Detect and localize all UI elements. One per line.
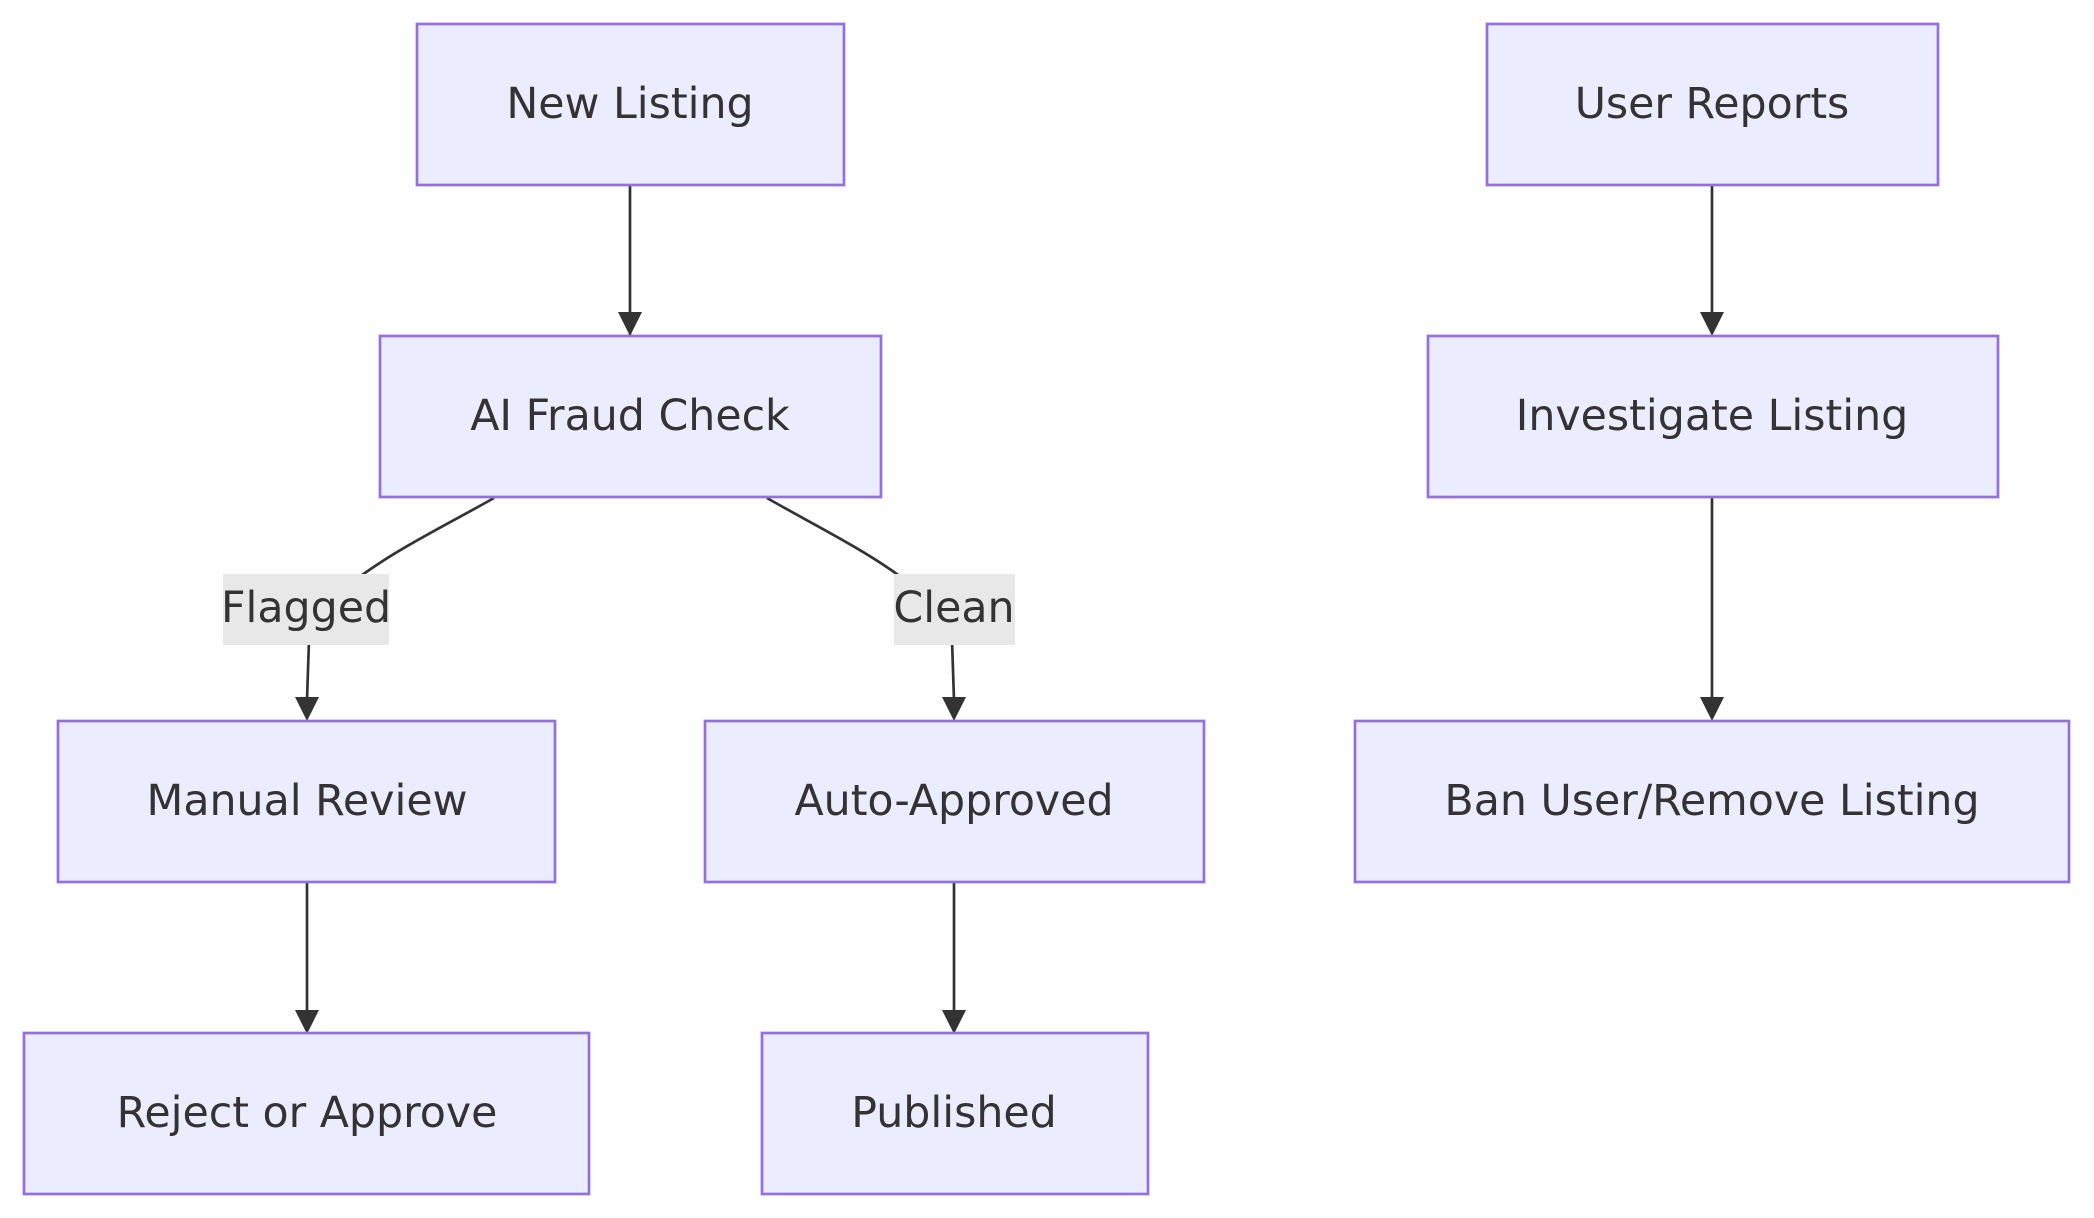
node-auto-approved[interactable]: Auto-Approved	[703, 719, 1206, 884]
node-new-listing-label: New Listing	[506, 79, 753, 129]
node-new-listing[interactable]: New Listing	[415, 22, 846, 187]
node-ban-user-remove-listing[interactable]: Ban User/Remove Listing	[1353, 719, 2071, 884]
arrowhead-icon	[942, 697, 966, 721]
node-user-reports[interactable]: User Reports	[1485, 22, 1940, 187]
arrowhead-icon	[1700, 312, 1724, 336]
node-ban-user-remove-listing-label: Ban User/Remove Listing	[1444, 776, 1979, 826]
arrowhead-icon	[1700, 697, 1724, 721]
node-manual-review[interactable]: Manual Review	[56, 719, 557, 884]
node-investigate-listing-label: Investigate Listing	[1516, 391, 1908, 441]
edge-label-clean: Clean	[893, 574, 1015, 645]
node-reject-or-approve-label: Reject or Approve	[117, 1088, 498, 1138]
node-published[interactable]: Published	[760, 1031, 1150, 1196]
node-ai-fraud-check[interactable]: AI Fraud Check	[378, 334, 883, 499]
arrowhead-icon	[295, 697, 319, 721]
node-manual-review-label: Manual Review	[147, 776, 468, 826]
node-investigate-listing[interactable]: Investigate Listing	[1426, 334, 2000, 499]
node-user-reports-label: User Reports	[1575, 79, 1850, 129]
arrowhead-icon	[618, 312, 642, 336]
node-published-label: Published	[851, 1088, 1057, 1138]
arrowhead-icon	[295, 1010, 319, 1034]
node-auto-approved-label: Auto-Approved	[794, 776, 1113, 826]
edge-label-clean-text: Clean	[893, 583, 1014, 633]
node-ai-fraud-check-label: AI Fraud Check	[470, 391, 790, 441]
edges	[295, 186, 1724, 1034]
arrowhead-icon	[942, 1010, 966, 1034]
node-reject-or-approve[interactable]: Reject or Approve	[22, 1031, 591, 1196]
edge-label-flagged: Flagged	[221, 574, 391, 645]
edge-label-flagged-text: Flagged	[221, 583, 391, 633]
